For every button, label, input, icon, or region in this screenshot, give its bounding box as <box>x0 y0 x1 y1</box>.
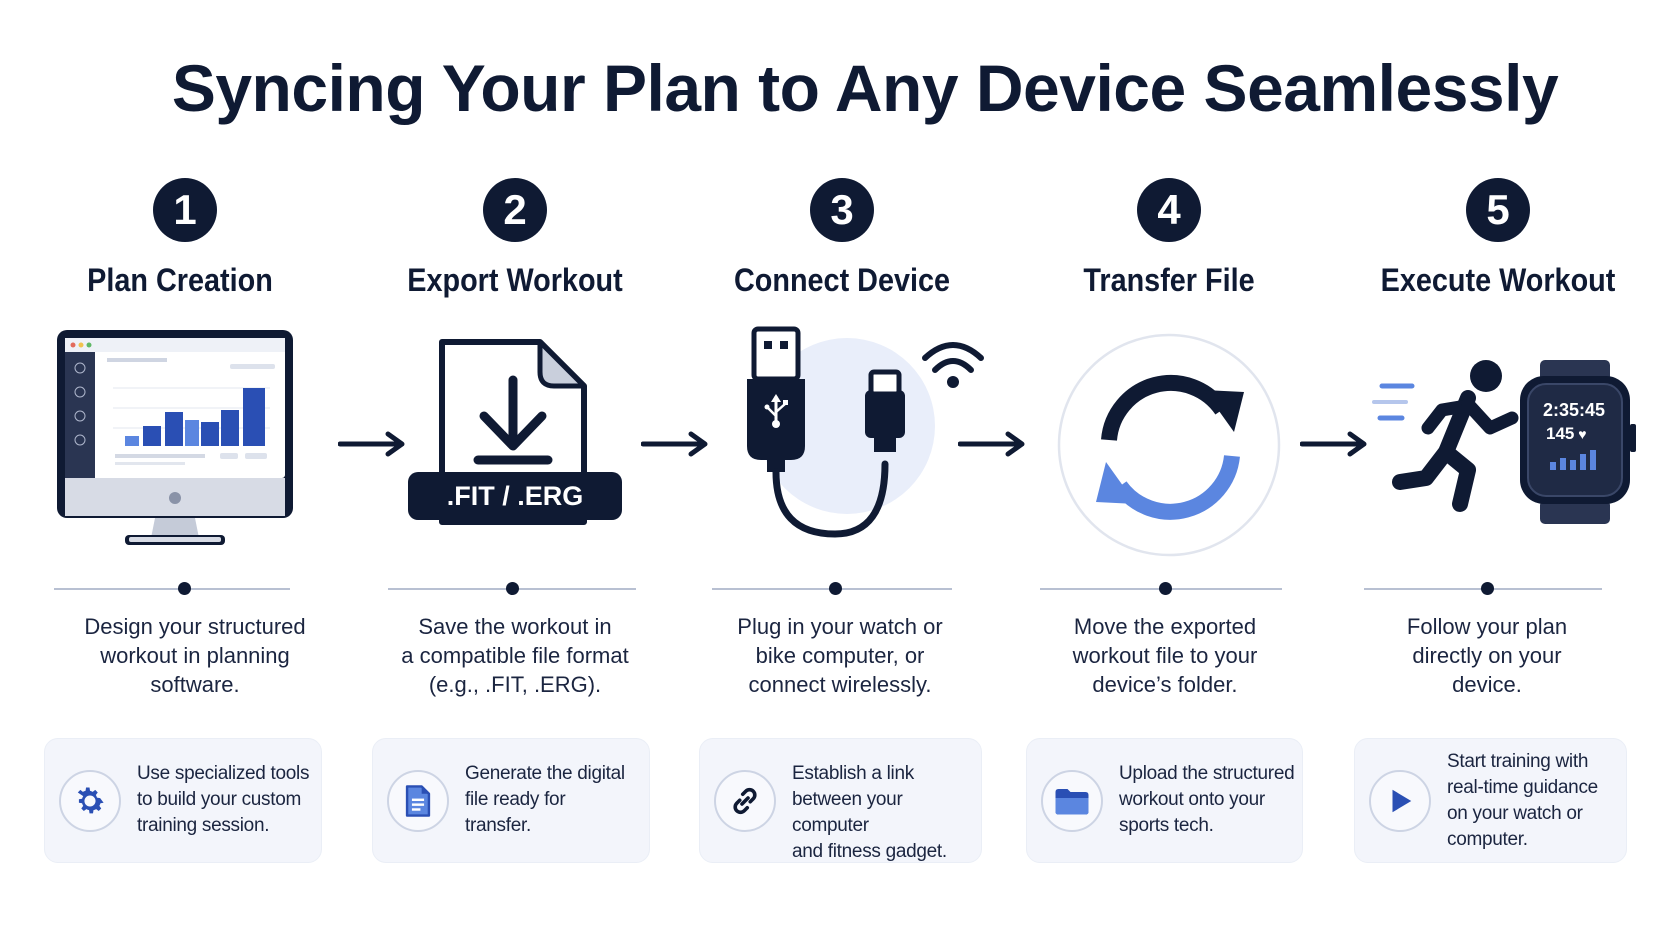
step-title: Export Workout <box>407 262 623 298</box>
watch-time: 2:35:45 <box>1542 400 1606 420</box>
info-card: Generate the digital file ready for tran… <box>372 738 650 863</box>
play-icon <box>1369 770 1431 832</box>
step-number: 1 <box>153 178 217 242</box>
gear-icon <box>59 770 121 832</box>
watch-bars-icon <box>1550 450 1596 470</box>
card-text: Establish a link between your computer a… <box>792 763 947 862</box>
monitor-chart-icon <box>20 318 350 568</box>
info-card: Establish a link between your computer a… <box>699 738 982 863</box>
info-card: Upload the structured workout onto your … <box>1026 738 1303 863</box>
step-execute-workout: 5 Execute Workout 2:35:45 145 ♥ <box>1330 0 1660 941</box>
card-text: Use specialized tools to build your cust… <box>137 763 310 836</box>
step-plan-creation: 1 Plan Creation <box>20 0 350 941</box>
separator-dot <box>1159 582 1172 595</box>
separator-line <box>54 588 290 590</box>
file-format-label: .FIT / .ERG <box>408 472 622 520</box>
step-number: 3 <box>810 178 874 242</box>
arrow-right-icon <box>1300 431 1367 457</box>
separator-dot <box>829 582 842 595</box>
document-icon <box>387 770 449 832</box>
step-title: Connect Device <box>733 262 951 298</box>
info-card: Start training with real-time guidance o… <box>1354 738 1627 863</box>
runner-watch-icon: 2:35:45 145 ♥ <box>1330 318 1660 568</box>
card-text: Upload the structured workout onto your … <box>1119 763 1295 836</box>
separator-dot <box>178 582 191 595</box>
step-description: Follow your plan directly on your device… <box>1406 614 1568 697</box>
info-card: Use specialized tools to build your cust… <box>44 738 322 863</box>
heart-icon: ♥ <box>1574 426 1587 442</box>
page-title: Syncing Your Plan to Any Device Seamless… <box>171 51 1559 125</box>
step-number: 4 <box>1137 178 1201 242</box>
sync-arrows-icon <box>1002 318 1332 568</box>
step-description: Design your structured workout in planni… <box>84 614 306 697</box>
link-icon <box>714 770 776 832</box>
card-text: Generate the digital file ready for tran… <box>465 763 625 836</box>
step-title: Plan Creation <box>87 262 273 298</box>
folder-icon <box>1041 770 1103 832</box>
step-description: Save the workout in a compatible file fo… <box>401 614 629 697</box>
card-text: Start training with real-time guidance o… <box>1447 751 1598 850</box>
step-description: Move the exported workout file to your d… <box>1072 614 1258 697</box>
step-description: Plug in your watch or bike computer, or … <box>737 614 943 697</box>
step-transfer-file: 4 Transfer File Move the exported workou… <box>1002 0 1332 941</box>
separator-dot <box>1481 582 1494 595</box>
step-number: 5 <box>1466 178 1530 242</box>
arrow-right-icon <box>338 431 405 457</box>
arrow-right-icon <box>641 431 708 457</box>
step-connect-device: 3 Connect Device Plug in your watch or b… <box>680 0 1010 941</box>
file-download-icon: .FIT / .ERG <box>350 318 680 568</box>
step-export-workout: 2 Export Workout .FIT / .ERG Save the wo… <box>350 0 680 941</box>
separator-dot <box>506 582 519 595</box>
step-number: 2 <box>483 178 547 242</box>
watch-heart-rate: 145 ♥ <box>1546 424 1587 443</box>
step-title: Execute Workout <box>1380 262 1616 298</box>
step-title: Transfer File <box>1083 262 1255 298</box>
usb-cable-wifi-icon <box>680 318 1010 568</box>
arrow-right-icon <box>958 431 1025 457</box>
